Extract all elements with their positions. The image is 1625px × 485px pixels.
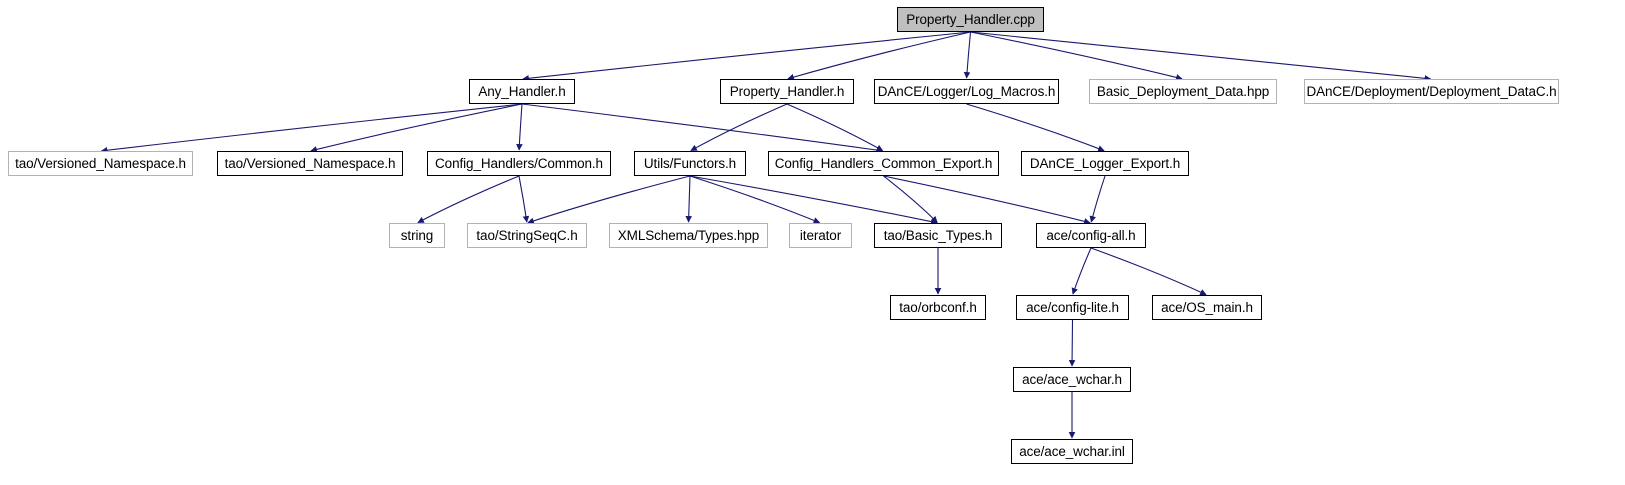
graph-node[interactable]: ace/OS_main.h [1152,295,1262,320]
graph-edge [100,103,523,154]
graph-edge [417,175,520,224]
graph-edge [1089,175,1106,223]
graph-node-label: ace/OS_main.h [1161,299,1253,315]
graph-edge [966,103,1105,152]
graph-edge [970,31,1432,82]
graph-node[interactable]: ace/ace_wchar.inl [1011,439,1133,464]
graph-node-label: string [400,227,434,243]
graph-node[interactable]: DAnCE/Deployment/Deployment_DataC.h [1304,79,1559,104]
graph-edge [527,175,691,225]
graph-node[interactable]: Config_Handlers_Common_Export.h [768,151,999,176]
graph-node-label: DAnCE/Logger/Log_Macros.h [877,83,1056,99]
graph-edge [518,175,530,223]
graph-node-label: tao/orbconf.h [899,299,977,315]
graph-node[interactable]: Utils/Functors.h [634,151,746,176]
graph-node[interactable]: iterator [789,223,852,248]
graph-node-label: Utils/Functors.h [643,155,737,171]
graph-edge [963,31,972,79]
graph-node-label: DAnCE_Logger_Export.h [1029,155,1181,171]
graph-node-label: Config_Handlers/Common.h [435,155,603,171]
graph-node[interactable]: ace/config-all.h [1036,223,1146,248]
graph-node-label: ace/ace_wchar.h [1022,371,1122,387]
graph-node-label: DAnCE/Deployment/Deployment_DataC.h [1306,83,1557,99]
graph-node[interactable]: Basic_Deployment_Data.hpp [1089,79,1277,104]
graph-edge [786,103,884,152]
graph-edge [310,103,523,153]
graph-node-label: tao/StringSeqC.h [476,227,578,243]
graph-node[interactable]: tao/Basic_Types.h [874,223,1002,248]
graph-node[interactable]: Property_Handler.h [720,79,854,104]
graph-node[interactable]: Property_Handler.cpp [897,7,1044,32]
graph-node-label: ace/ace_wchar.inl [1019,443,1125,459]
graph-edge [685,175,692,223]
graph-node-label: XMLSchema/Types.hpp [617,227,760,243]
graph-node[interactable]: tao/Versioned_Namespace.h [217,151,403,176]
graph-node[interactable]: XMLSchema/Types.hpp [609,223,768,248]
graph-node-label: iterator [799,227,842,243]
graph-node[interactable]: Config_Handlers/Common.h [427,151,611,176]
graph-node-label: tao/Versioned_Namespace.h [15,155,186,171]
graph-edge [883,175,938,223]
graph-node-label: Config_Handlers_Common_Export.h [774,155,993,171]
graph-edge [516,103,523,151]
graph-edge [1071,247,1092,295]
graph-edge [521,103,884,154]
graph-node[interactable]: string [389,223,445,248]
graph-edge [970,31,1183,81]
graph-node[interactable]: tao/Versioned_Namespace.h [8,151,193,176]
graph-node[interactable]: ace/config-lite.h [1016,295,1129,320]
graph-edge [522,31,971,82]
graph-node[interactable]: DAnCE/Logger/Log_Macros.h [874,79,1059,104]
graph-edge [689,175,938,225]
graph-node-label: ace/config-all.h [1046,227,1136,243]
graph-node-label: Property_Handler.h [729,83,845,99]
graph-node-label: tao/Basic_Types.h [883,227,993,243]
graph-edge [690,103,788,152]
graph-node-label: Any_Handler.h [478,83,566,99]
graph-node[interactable]: tao/orbconf.h [890,295,986,320]
graph-node-label: Property_Handler.cpp [906,11,1035,27]
graph-node[interactable]: ace/ace_wchar.h [1013,367,1131,392]
graph-node-label: ace/config-lite.h [1026,299,1119,315]
graph-edge [883,175,1091,225]
graph-edge [689,175,821,224]
graph-node-label: Basic_Deployment_Data.hpp [1096,83,1270,99]
graph-node-label: tao/Versioned_Namespace.h [224,155,396,171]
graph-node[interactable]: Any_Handler.h [469,79,575,104]
graph-edge [1090,247,1207,296]
graph-node[interactable]: tao/StringSeqC.h [467,223,587,248]
graph-node[interactable]: DAnCE_Logger_Export.h [1021,151,1189,176]
graph-edge [787,31,971,81]
